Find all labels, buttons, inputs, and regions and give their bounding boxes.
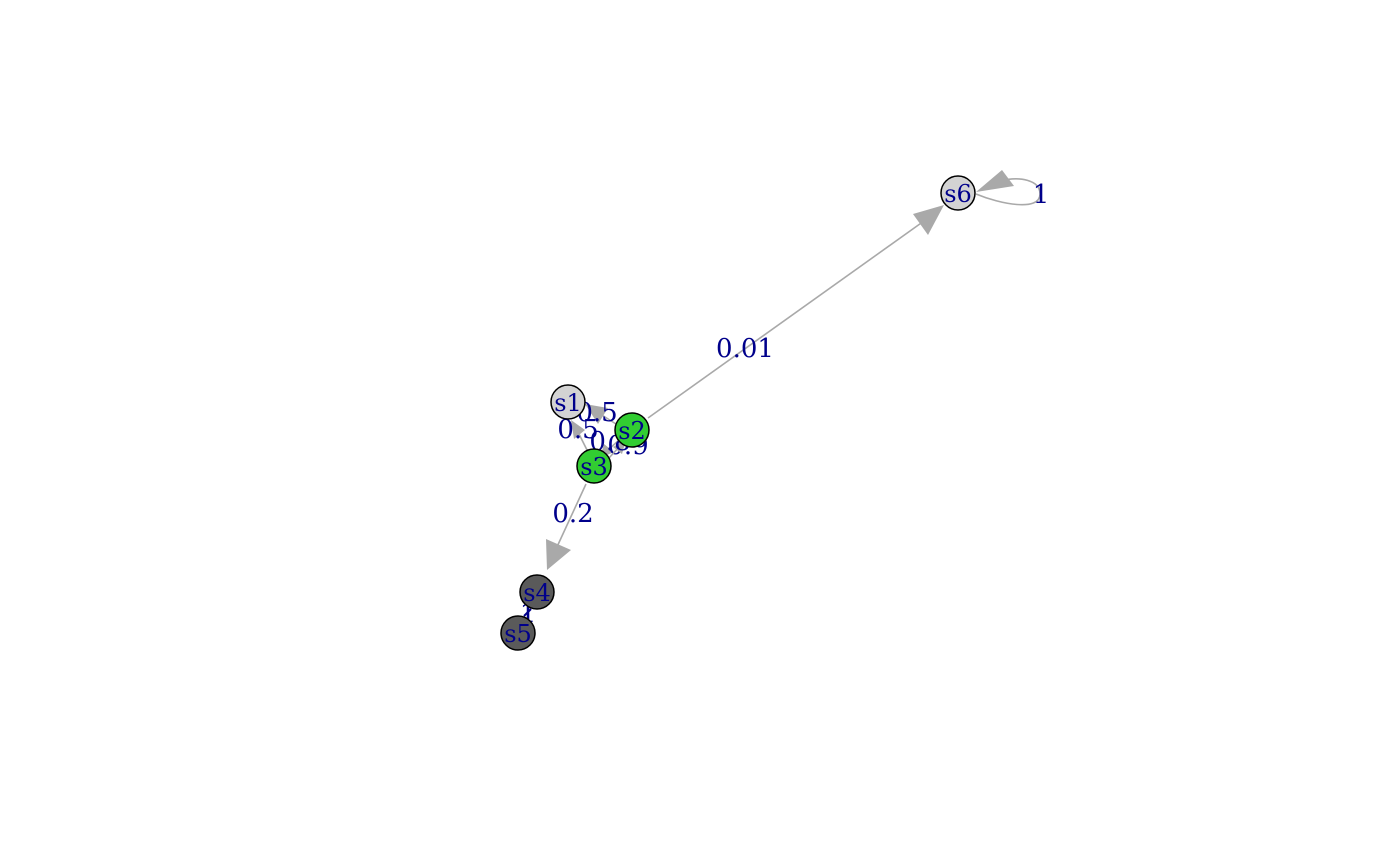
node-label: s3	[580, 453, 608, 481]
edge-label: 1	[1033, 180, 1050, 210]
arrowhead	[913, 205, 944, 235]
node-label: s5	[504, 620, 532, 648]
node-circle	[519, 574, 555, 610]
node-s3[interactable]: s3	[576, 448, 612, 484]
node-label: s2	[618, 417, 646, 445]
node-s4[interactable]: s4	[519, 574, 555, 610]
node-label: s1	[554, 389, 582, 417]
edge-s2-s6: 0.01	[647, 205, 944, 419]
node-label: s4	[523, 579, 551, 607]
edge-s3-s1: 0.5	[557, 415, 599, 453]
node-circle	[500, 615, 536, 651]
edge-label: 0.5	[557, 415, 598, 445]
edge-line	[523, 608, 532, 617]
node-s2[interactable]: s2	[614, 412, 650, 448]
edge-label: 0.2	[552, 499, 593, 529]
node-s5[interactable]: s5	[500, 615, 536, 651]
node-s1[interactable]: s1	[550, 384, 586, 420]
node-s6[interactable]: s6	[940, 175, 976, 211]
node-circle	[576, 448, 612, 484]
edge-label: 0.01	[716, 334, 774, 364]
edge-line	[555, 483, 587, 550]
node-circle	[940, 175, 976, 211]
arrowhead	[546, 539, 571, 570]
edge-s6-loop: 1	[975, 170, 1050, 210]
node-circle	[614, 412, 650, 448]
edge-s3-s4: 0.2	[546, 483, 594, 570]
arrowhead	[571, 420, 585, 439]
edge-line	[647, 220, 925, 419]
edge-line	[975, 178, 1041, 206]
arrowhead	[585, 404, 608, 424]
node-circle	[550, 384, 586, 420]
node-label: s6	[944, 180, 972, 208]
arrowhead	[976, 170, 1014, 192]
